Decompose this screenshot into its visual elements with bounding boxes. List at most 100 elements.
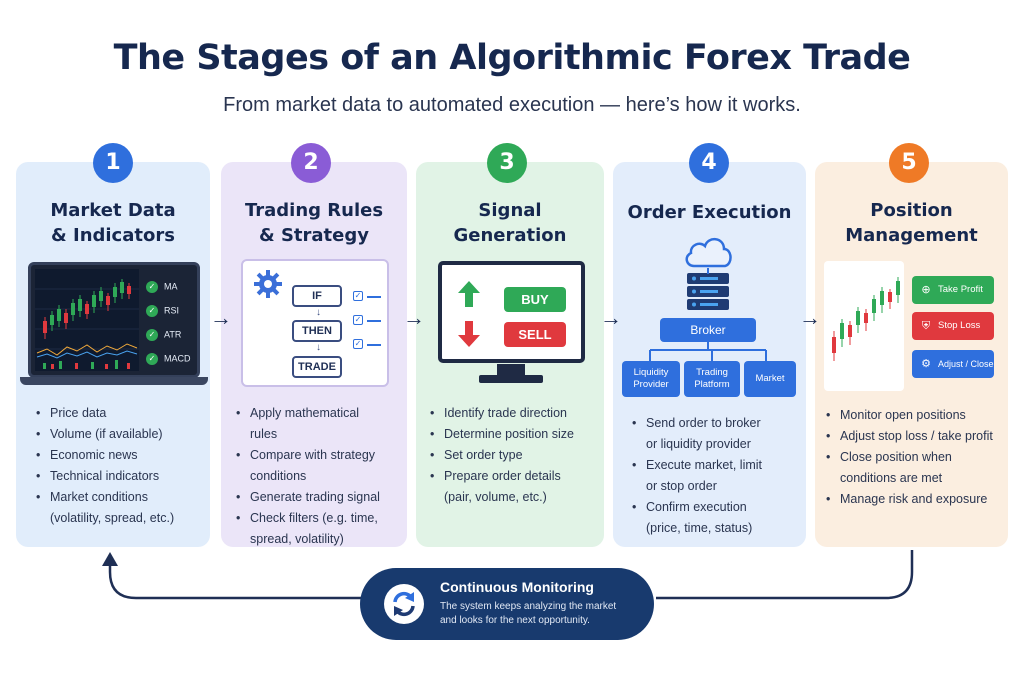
- banner-title: Continuous Monitoring: [440, 579, 594, 595]
- stage-1-title-line1: Market Data: [50, 200, 176, 221]
- monitor-foot: [479, 375, 543, 383]
- stage-3-title: Signal Generation: [416, 198, 604, 248]
- checkbox-icon: ✓: [353, 315, 363, 325]
- down-arrow-icon: [458, 321, 480, 347]
- list-item: Economic news: [36, 445, 208, 466]
- indicator-atr: ✓ATR: [146, 329, 198, 349]
- stage-4-number-badge: 4: [689, 143, 729, 183]
- monitor-base: [20, 377, 208, 385]
- up-arrow-icon: [458, 281, 480, 307]
- stage-5-bullets: Monitor open positions Adjust stop loss …: [826, 405, 1006, 510]
- refresh-icon-container: [384, 584, 424, 624]
- gear-icon: [254, 270, 282, 298]
- shield-icon: ⛨: [921, 320, 931, 332]
- stage-2-number-badge: 2: [291, 143, 331, 183]
- list-item-continued: (price, time, status): [646, 521, 753, 535]
- strategy-document-illustration: IF ↓ THEN ↓ TRADE ✓ ✓ ✓: [241, 259, 389, 387]
- list-item: Generate trading signal: [236, 487, 404, 508]
- refresh-icon: [393, 591, 415, 617]
- candlestick-chart-icon: [35, 279, 139, 369]
- connection-lines: [649, 268, 767, 362]
- stage-1-title-line2: & Indicators: [51, 225, 175, 246]
- arrow-right-icon: →: [210, 305, 232, 330]
- list-item: Compare with strategy: [236, 445, 404, 466]
- list-item: Apply mathematical: [236, 403, 404, 424]
- monitor-stand: [497, 364, 525, 376]
- gear-icon: ⚙: [921, 358, 931, 370]
- list-item: Volume (if available): [36, 424, 208, 445]
- stage-1-number-badge: 1: [93, 143, 133, 183]
- stage-3-bullets: Identify trade direction Determine posit…: [430, 403, 602, 508]
- list-item: Manage risk and exposure: [826, 489, 1006, 510]
- list-item: Set order type: [430, 445, 602, 466]
- list-item-continued: spread, volatility): [250, 532, 344, 546]
- stage-2-title-line2: & Strategy: [259, 225, 369, 246]
- feedback-loop-arrow: [102, 550, 914, 600]
- text-line: [367, 344, 381, 346]
- list-item: Prepare order details: [430, 466, 602, 487]
- arrow-right-icon: →: [600, 305, 622, 330]
- flow-then-box: THEN: [292, 320, 342, 342]
- target-icon: ⊕: [921, 284, 931, 296]
- page-subtitle: From market data to automated execution …: [223, 94, 801, 116]
- list-item: Close position when: [826, 447, 1006, 468]
- list-item-continued: or liquidity provider: [646, 437, 751, 451]
- list-item: Send order to broker: [632, 413, 804, 434]
- stage-5-title: Position Management: [815, 198, 1008, 248]
- broker-node: Broker: [660, 318, 756, 342]
- stop-loss-button: ⛨Stop Loss: [912, 312, 994, 340]
- list-item-continued: rules: [250, 427, 278, 441]
- stage-4-card: [613, 162, 806, 547]
- text-line: [367, 320, 381, 322]
- take-profit-button: ⊕Take Profit: [912, 276, 994, 304]
- arrow-right-icon: →: [403, 305, 425, 330]
- checkbox-icon: ✓: [353, 291, 363, 301]
- list-item: Determine position size: [430, 424, 602, 445]
- checkbox-icon: ✓: [353, 339, 363, 349]
- arrow-right-icon: →: [799, 305, 821, 330]
- list-item-continued: (pair, volume, etc.): [444, 490, 547, 504]
- check-icon: ✓: [146, 353, 158, 365]
- list-item: Adjust stop loss / take profit: [826, 426, 1006, 447]
- stage-2-title-line1: Trading Rules: [244, 200, 384, 221]
- continuous-monitoring-banner: Continuous Monitoring The system keeps a…: [360, 568, 654, 640]
- stage-5-title-line1: Position: [870, 200, 953, 221]
- stage-5-title-line2: Management: [845, 225, 978, 246]
- indicator-ma: ✓MA: [146, 281, 198, 301]
- stage-2-title: Trading Rules & Strategy: [221, 198, 407, 248]
- flow-trade-box: TRADE: [292, 356, 342, 378]
- flow-down-arrow-icon: ↓: [316, 307, 321, 318]
- stage-1-title: Market Data & Indicators: [16, 198, 210, 248]
- indicator-rsi: ✓RSI: [146, 305, 198, 325]
- stage-1-bullets: Price data Volume (if available) Economi…: [36, 403, 208, 529]
- check-icon: ✓: [146, 281, 158, 293]
- list-item: Identify trade direction: [430, 403, 602, 424]
- adjust-close-button: ⚙Adjust / Close: [912, 350, 994, 378]
- list-item-continued: or stop order: [646, 479, 717, 493]
- stage-3-title-line2: Generation: [453, 225, 567, 246]
- stage-4-title: Order Execution: [613, 200, 806, 225]
- check-icon: ✓: [146, 305, 158, 317]
- candlestick-chart-screen: [35, 269, 139, 371]
- list-item-continued: (volatility, spread, etc.): [50, 511, 175, 525]
- stage-3-number-badge: 3: [487, 143, 527, 183]
- list-item: Execute market, limit: [632, 455, 804, 476]
- flow-if-box: IF: [292, 285, 342, 307]
- indicator-macd: ✓MACD: [146, 353, 198, 373]
- banner-description: The system keeps analyzing the market an…: [440, 601, 617, 626]
- text-line: [367, 296, 381, 298]
- page-title: The Stages of an Algorithmic Forex Trade: [113, 38, 911, 78]
- stage-4-bullets: Send order to broker or liquidity provid…: [632, 413, 804, 539]
- check-icon: ✓: [146, 329, 158, 341]
- list-item: Technical indicators: [36, 466, 208, 487]
- list-item: Check filters (e.g. time,: [236, 508, 404, 529]
- signal-monitor-illustration: BUY SELL: [438, 261, 585, 363]
- list-item: Monitor open positions: [826, 405, 1006, 426]
- flow-down-arrow-icon: ↓: [316, 342, 321, 353]
- stage-5-number-badge: 5: [889, 143, 929, 183]
- stage-3-title-line1: Signal: [478, 200, 542, 221]
- stage-4-title-line1: Order Execution: [627, 202, 792, 223]
- list-item-continued: conditions are met: [840, 471, 943, 485]
